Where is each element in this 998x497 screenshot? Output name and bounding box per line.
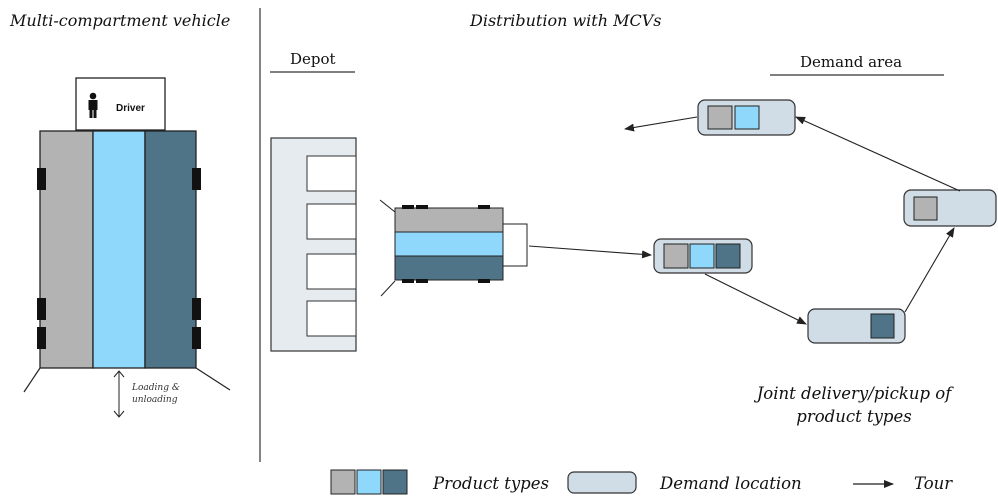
depot-dock xyxy=(306,300,357,337)
tour-arrows xyxy=(528,116,961,325)
compartment-gray xyxy=(39,130,94,369)
compartment-gray xyxy=(394,207,504,233)
depot-dock xyxy=(306,203,357,240)
product-dark-blue xyxy=(870,313,895,339)
wheel xyxy=(416,279,428,283)
legend-tour: Tour xyxy=(914,474,953,493)
rear-door-right xyxy=(195,367,231,391)
demand-location-middle xyxy=(653,238,753,274)
legend-product-gray xyxy=(330,469,356,495)
tour-arrow xyxy=(904,227,955,313)
legend-demand-location-swatch xyxy=(567,471,637,494)
product-light-blue xyxy=(734,105,760,130)
compartment-light-blue xyxy=(92,130,146,369)
product-dark-blue xyxy=(715,243,741,269)
loading-label-line2: unloading xyxy=(132,395,178,405)
legend-product-dark-blue xyxy=(382,469,408,495)
wheel xyxy=(478,205,490,209)
product-light-blue xyxy=(689,243,715,269)
product-gray xyxy=(913,196,938,221)
legend-demand-location: Demand location xyxy=(659,474,802,493)
tour-arrow xyxy=(528,245,652,259)
demand-area: Demand area xyxy=(653,53,997,344)
wheel xyxy=(192,327,201,349)
rear-door-top xyxy=(379,199,396,213)
right-panel-title: Distribution with MCVs xyxy=(469,11,662,30)
compartment-dark-blue xyxy=(144,130,197,369)
wheel xyxy=(37,168,46,190)
loading-label-line1: Loading & xyxy=(131,383,180,393)
depot-label: Depot xyxy=(290,50,336,68)
tour-arrow xyxy=(704,273,807,325)
rear-door-bottom xyxy=(380,280,396,297)
cab xyxy=(502,223,528,267)
depot-dock xyxy=(306,253,357,290)
joint-delivery-note-line1: Joint delivery/pickup of xyxy=(754,384,955,403)
depot: Depot xyxy=(270,50,357,352)
demand-location-right xyxy=(903,189,997,227)
demand-area-label: Demand area xyxy=(800,53,902,71)
driver-icon xyxy=(88,92,98,118)
wheel xyxy=(192,168,201,190)
wheel xyxy=(402,205,414,209)
vehicle-top-view: Driver Loading & unloading xyxy=(23,77,231,418)
legend: Product types Demand location Tour xyxy=(330,469,953,495)
demand-location-top xyxy=(697,99,796,136)
left-panel-title: Multi-compartment vehicle xyxy=(9,11,230,30)
wheel xyxy=(192,298,201,320)
joint-delivery-note-line2: product types xyxy=(796,407,911,426)
rear-door-left xyxy=(23,367,41,393)
wheel xyxy=(37,298,46,320)
depot-dock xyxy=(306,155,357,192)
legend-product-light-blue xyxy=(356,469,382,495)
legend-product-types: Product types xyxy=(432,474,549,493)
product-gray xyxy=(663,243,689,269)
wheel xyxy=(37,327,46,349)
compartment-dark-blue xyxy=(394,255,504,281)
tour-arrow xyxy=(624,116,698,132)
compartment-light-blue xyxy=(394,231,504,257)
product-gray xyxy=(707,105,733,130)
tour-arrow xyxy=(795,116,961,192)
wheel xyxy=(478,279,490,283)
demand-location-bottom xyxy=(807,308,906,344)
vehicle-side-view xyxy=(379,199,528,297)
wheel xyxy=(416,205,428,209)
driver-label: Driver xyxy=(116,103,145,114)
wheel xyxy=(402,279,414,283)
